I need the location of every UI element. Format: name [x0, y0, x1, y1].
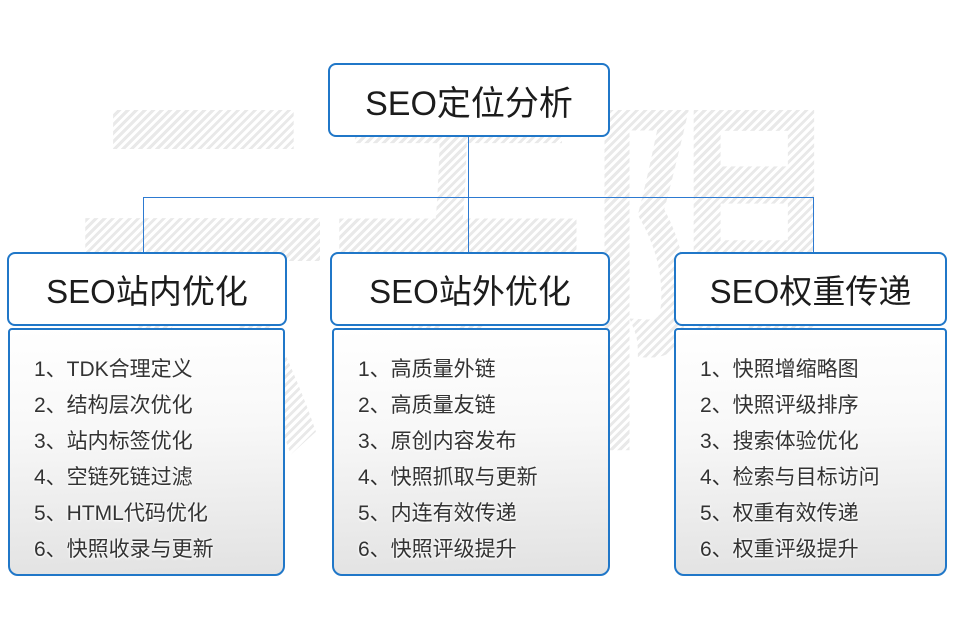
panel-onsite-list: 1、TDK合理定义 2、结构层次优化 3、站内标签优化 4、空链死链过滤 5、H…: [34, 352, 273, 568]
branch-node-offsite-label: SEO站外优化: [369, 273, 571, 310]
list-item: 3、搜索体验优化: [700, 430, 859, 453]
branch-node-offsite: SEO站外优化: [330, 252, 610, 326]
list-item: 1、TDK合理定义: [34, 358, 193, 381]
list-item: 6、快照评级提升: [358, 538, 517, 561]
list-item: 1、快照增缩略图: [700, 358, 859, 381]
branch-node-weight-label: SEO权重传递: [709, 273, 912, 310]
list-item: 3、站内标签优化: [34, 430, 193, 453]
list-item: 5、权重有效传递: [700, 502, 859, 525]
panel-onsite: 1、TDK合理定义 2、结构层次优化 3、站内标签优化 4、空链死链过滤 5、H…: [8, 328, 285, 576]
list-item: 4、快照抓取与更新: [358, 466, 538, 489]
list-item: 6、权重评级提升: [700, 538, 859, 561]
panel-weight-list: 1、快照增缩略图 2、快照评级排序 3、搜索体验优化 4、检索与目标访问 5、权…: [700, 352, 935, 568]
panel-offsite-list: 1、高质量外链 2、高质量友链 3、原创内容发布 4、快照抓取与更新 5、内连有…: [358, 352, 598, 568]
panel-weight: 1、快照增缩略图 2、快照评级排序 3、搜索体验优化 4、检索与目标访问 5、权…: [674, 328, 947, 576]
list-item: 6、快照收录与更新: [34, 538, 214, 561]
list-item: 2、高质量友链: [358, 394, 496, 417]
branch-node-onsite-label: SEO站内优化: [46, 273, 248, 310]
list-item: 4、检索与目标访问: [700, 466, 880, 489]
branch-node-weight: SEO权重传递: [674, 252, 947, 326]
list-item: 2、快照评级排序: [700, 394, 859, 417]
connector-drop-middle: [468, 197, 469, 253]
connector-drop-right: [813, 197, 814, 253]
list-item: 3、原创内容发布: [358, 430, 517, 453]
root-node-label: SEO定位分析: [365, 84, 573, 123]
root-node: SEO定位分析: [328, 63, 610, 137]
connector-stem: [468, 137, 469, 197]
connector-drop-left: [143, 197, 144, 253]
list-item: 2、结构层次优化: [34, 394, 193, 417]
panel-offsite: 1、高质量外链 2、高质量友链 3、原创内容发布 4、快照抓取与更新 5、内连有…: [332, 328, 610, 576]
branch-node-onsite: SEO站内优化: [7, 252, 287, 326]
connector-rail: [143, 197, 814, 198]
list-item: 4、空链死链过滤: [34, 466, 193, 489]
list-item: 5、内连有效传递: [358, 502, 517, 525]
list-item: 1、高质量外链: [358, 358, 496, 381]
list-item: 5、HTML代码优化: [34, 502, 208, 525]
